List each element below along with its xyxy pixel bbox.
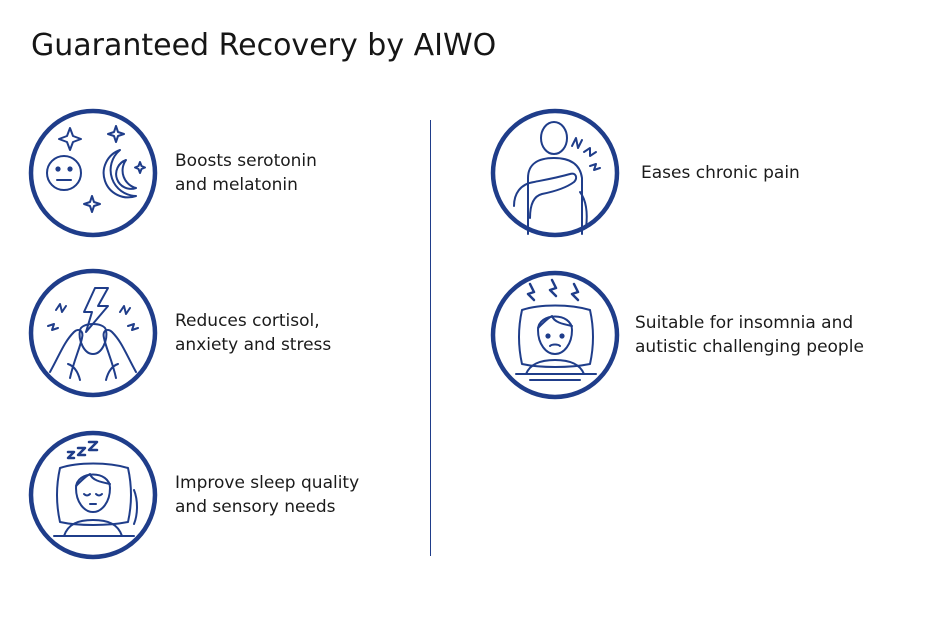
benefit-item-insomnia: Suitable for insomnia and autistic chall… [490,270,864,400]
insomnia-child-icon [490,270,620,400]
page-title: Guaranteed Recovery by AIWO [31,28,497,63]
benefit-label: Suitable for insomnia and autistic chall… [635,313,864,357]
benefit-label: Boosts serotonin and melatonin [175,151,317,195]
stressed-person-lightning-icon [28,268,158,398]
benefit-label: Eases chronic pain [641,163,800,183]
column-divider [430,120,431,556]
chronic-pain-person-icon [490,108,620,238]
sun-moon-stars-icon [28,108,158,238]
benefit-label: Improve sleep quality and sensory needs [175,473,360,517]
benefit-item-serotonin: Boosts serotonin and melatonin [28,108,317,238]
benefit-item-chronic-pain: Eases chronic pain [490,108,800,238]
sleeping-child-icon [28,430,158,560]
benefit-label: Reduces cortisol, anxiety and stress [175,311,332,355]
benefit-item-sleep-quality: Improve sleep quality and sensory needs [28,430,359,560]
benefit-item-cortisol: Reduces cortisol, anxiety and stress [28,268,331,398]
